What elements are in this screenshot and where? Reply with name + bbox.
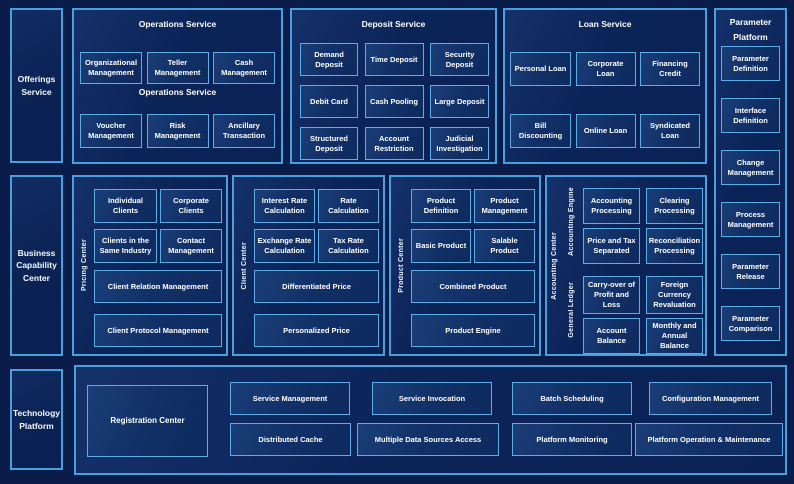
box-contact-management: Contact Management [160, 229, 222, 263]
box-interface-definition: Interface Definition [721, 98, 780, 133]
box-product-engine: Product Engine [411, 314, 535, 347]
box-monthly-and-annual-balance: Monthly and Annual Balance [646, 318, 703, 354]
box-structured-deposit: Structured Deposit [300, 127, 358, 160]
box-process-management: Process Management [721, 202, 780, 237]
box-client-relation-management: Client Relation Management [94, 270, 222, 303]
box-organizational-management: Organizational Management [80, 52, 142, 84]
parameter-platform-title: Parameter Platform [729, 17, 772, 43]
accounting-engine-label: Accounting Engine [568, 186, 575, 256]
box-judicial-investigation: Judicial Investigation [430, 127, 489, 160]
box-rate-calculation: Rate Calculation [318, 189, 379, 223]
box-corporate-clients: Corporate Clients [160, 189, 222, 223]
box-large-deposit: Large Deposit [430, 85, 489, 118]
box-clients-in-the-same-industry: Clients in the Same Industry [94, 229, 157, 263]
box-product-definition: Product Definition [411, 189, 471, 223]
panel-accounting-center: Accounting Center Accounting Engine Gene… [545, 175, 707, 356]
sidebar-technology-platform: Technology Platform [10, 369, 63, 470]
box-carry-over-of-profit-and-loss: Carry-over of Profit and Loss [583, 276, 640, 314]
box-price-and-tax-separated: Price and Tax Separated [583, 228, 640, 264]
box-batch-scheduling: Batch Scheduling [512, 382, 632, 415]
panel-client-center: Client Center Interest Rate Calculation … [232, 175, 385, 356]
panel-deposit-service: Deposit Service Demand Deposit Time Depo… [290, 8, 497, 164]
box-parameter-comparison: Parameter Comparison [721, 306, 780, 341]
deposit-service-title: Deposit Service [361, 19, 426, 29]
sidebar-offerings-service: Offerings Service [10, 8, 63, 163]
box-differentiated-price: Differentiated Price [254, 270, 379, 303]
panel-pricing-center: Pricing Center Individual Clients Corpor… [72, 175, 228, 356]
box-clearing-processing: Clearing Processing [646, 188, 703, 224]
panel-loan-service: Loan Service Personal Loan Corporate Loa… [503, 8, 707, 164]
box-cash-management: Cash Management [213, 52, 275, 84]
accounting-center-label: Accounting Center [550, 231, 558, 300]
box-platform-operation-maintenance: Platform Operation & Maintenance [635, 423, 783, 456]
box-corporate-loan: Corporate Loan [575, 52, 636, 86]
box-cash-pooling: Cash Pooling [364, 85, 424, 118]
box-debit-card: Debit Card [300, 85, 358, 118]
box-tax-rate-calculation: Tax Rate Calculation [318, 229, 379, 263]
panel-product-center: Product Center Product Definition Produc… [389, 175, 541, 356]
box-combined-product: Combined Product [411, 270, 535, 303]
box-foreign-currency-revaluation: Foreign Currency Revaluation [646, 276, 703, 314]
box-time-deposit: Time Deposit [364, 43, 424, 76]
box-exchange-rate-calculation: Exchange Rate Calculation [254, 229, 315, 263]
box-salable-product: Salable Product [474, 229, 535, 263]
client-center-label: Client Center [241, 241, 248, 290]
box-account-balance: Account Balance [583, 318, 640, 354]
box-security-deposit: Security Deposit [430, 43, 489, 76]
loan-service-title: Loan Service [578, 19, 632, 29]
box-distributed-cache: Distributed Cache [230, 423, 351, 456]
panel-operations-service: Operations Service Organizational Manage… [72, 8, 283, 164]
box-account-restriction: Account Restriction [364, 127, 424, 160]
box-service-invocation: Service Invocation [372, 382, 492, 415]
box-reconciliation-processing: Reconciliation Processing [646, 228, 703, 264]
box-demand-deposit: Demand Deposit [300, 43, 358, 76]
box-individual-clients: Individual Clients [94, 189, 157, 223]
box-parameter-definition: Parameter Definition [721, 46, 780, 81]
box-parameter-release: Parameter Release [721, 254, 780, 289]
pricing-center-label: Pricing Center [81, 239, 88, 292]
box-ancillary-transaction: Ancillary Transaction [213, 114, 275, 148]
box-online-loan: Online Loan [575, 114, 636, 148]
box-registration-center: Registration Center [87, 385, 208, 457]
box-risk-management: Risk Management [146, 114, 209, 148]
sidebar-business-capability-center: Business Capability Center [10, 175, 63, 356]
operations-service-title: Operations Service [138, 19, 217, 29]
box-configuration-management: Configuration Management [649, 382, 772, 415]
panel-parameter-platform: Parameter Platform Parameter Definition … [714, 8, 787, 356]
general-ledger-label: General Ledger [568, 281, 575, 338]
box-voucher-management: Voucher Management [80, 114, 142, 148]
box-bill-discounting: Bill Discounting [510, 114, 571, 148]
box-accounting-processing: Accounting Processing [583, 188, 640, 224]
product-center-label: Product Center [398, 238, 405, 293]
box-financing-credit: Financing Credit [640, 52, 700, 86]
box-syndicated-loan: Syndicated Loan [640, 114, 700, 148]
box-basic-product: Basic Product [411, 229, 471, 263]
box-service-management: Service Management [230, 382, 350, 415]
box-client-protocol-management: Client Protocol Management [94, 314, 222, 347]
box-change-management: Change Management [721, 150, 780, 185]
panel-technology-platform: Registration Center Service Management S… [74, 365, 787, 475]
operations-service-inner-label: Operations Service [138, 87, 217, 97]
box-personalized-price: Personalized Price [254, 314, 379, 347]
box-multiple-data-sources-access: Multiple Data Sources Access [357, 423, 499, 456]
box-personal-loan: Personal Loan [510, 52, 571, 86]
box-interest-rate-calculation: Interest Rate Calculation [254, 189, 315, 223]
box-product-management: Product Management [474, 189, 535, 223]
box-teller-management: Teller Management [146, 52, 209, 84]
box-platform-monitoring: Platform Monitoring [512, 423, 632, 456]
